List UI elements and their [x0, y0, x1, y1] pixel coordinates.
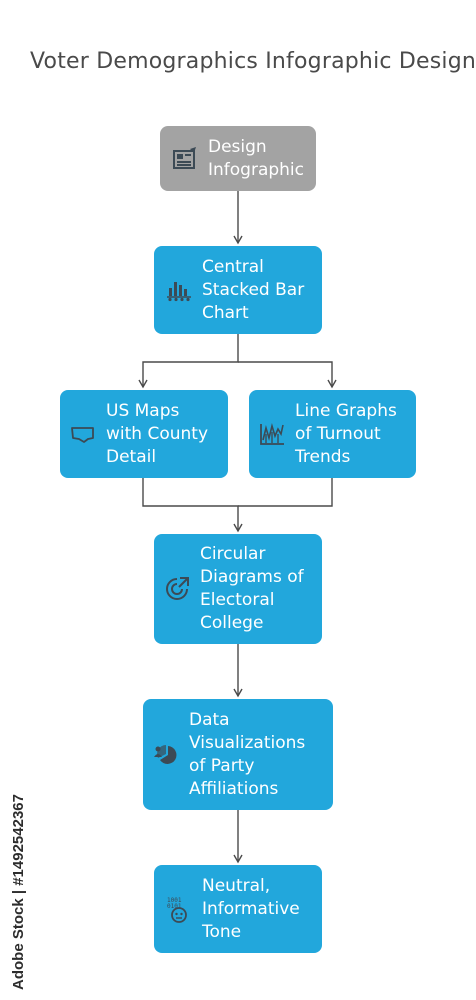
node-label: Central Stacked Bar Chart: [202, 256, 305, 323]
newspaper-icon: [170, 144, 200, 174]
node-label: Circular Diagrams of Electoral College: [200, 544, 304, 633]
node-label: Data Visualizations of Party Affiliation…: [189, 709, 306, 799]
connector-stacked-to-maps: [138, 334, 239, 389]
map-outline-icon: [68, 419, 98, 449]
node-neutral-tone: 1001 0101 Neutral, Informative Tone: [154, 865, 322, 953]
svg-text:0101: 0101: [167, 903, 182, 910]
node-us-maps: US Maps with County Detail: [60, 390, 228, 478]
node-design-infographic: Design Infographic: [160, 126, 316, 191]
node-label: Line Graphs of Turnout Trends: [295, 400, 397, 467]
svg-text:1001: 1001: [167, 897, 182, 904]
node-label: Design Infographic: [208, 136, 305, 180]
pie-chart-person-icon: [151, 740, 181, 770]
connector-line-to-circular: [238, 478, 333, 507]
watermark: Adobe Stock | #1492542367: [6, 760, 36, 1000]
line-graph-icon: [257, 419, 287, 449]
node-label: US Maps with County Detail: [106, 400, 209, 467]
page-title: Voter Demographics Infographic Design: [30, 49, 476, 74]
circular-diagram-icon: [162, 574, 192, 604]
connector-stacked-to-line: [238, 361, 337, 389]
binary-face-icon: 1001 0101: [164, 894, 194, 924]
people-bar-chart-icon: [164, 275, 194, 305]
node-label: Neutral, Informative Tone: [202, 875, 300, 942]
connector-maps-to-circular: [142, 478, 243, 533]
node-circular-diagrams: Circular Diagrams of Electoral College: [154, 534, 322, 644]
node-line-graphs: Line Graphs of Turnout Trends: [249, 390, 416, 478]
node-party-affiliations: Data Visualizations of Party Affiliation…: [143, 699, 333, 810]
node-stacked-bar-chart: Central Stacked Bar Chart: [154, 246, 322, 334]
watermark-text: Adobe Stock | #1492542367: [10, 794, 27, 990]
